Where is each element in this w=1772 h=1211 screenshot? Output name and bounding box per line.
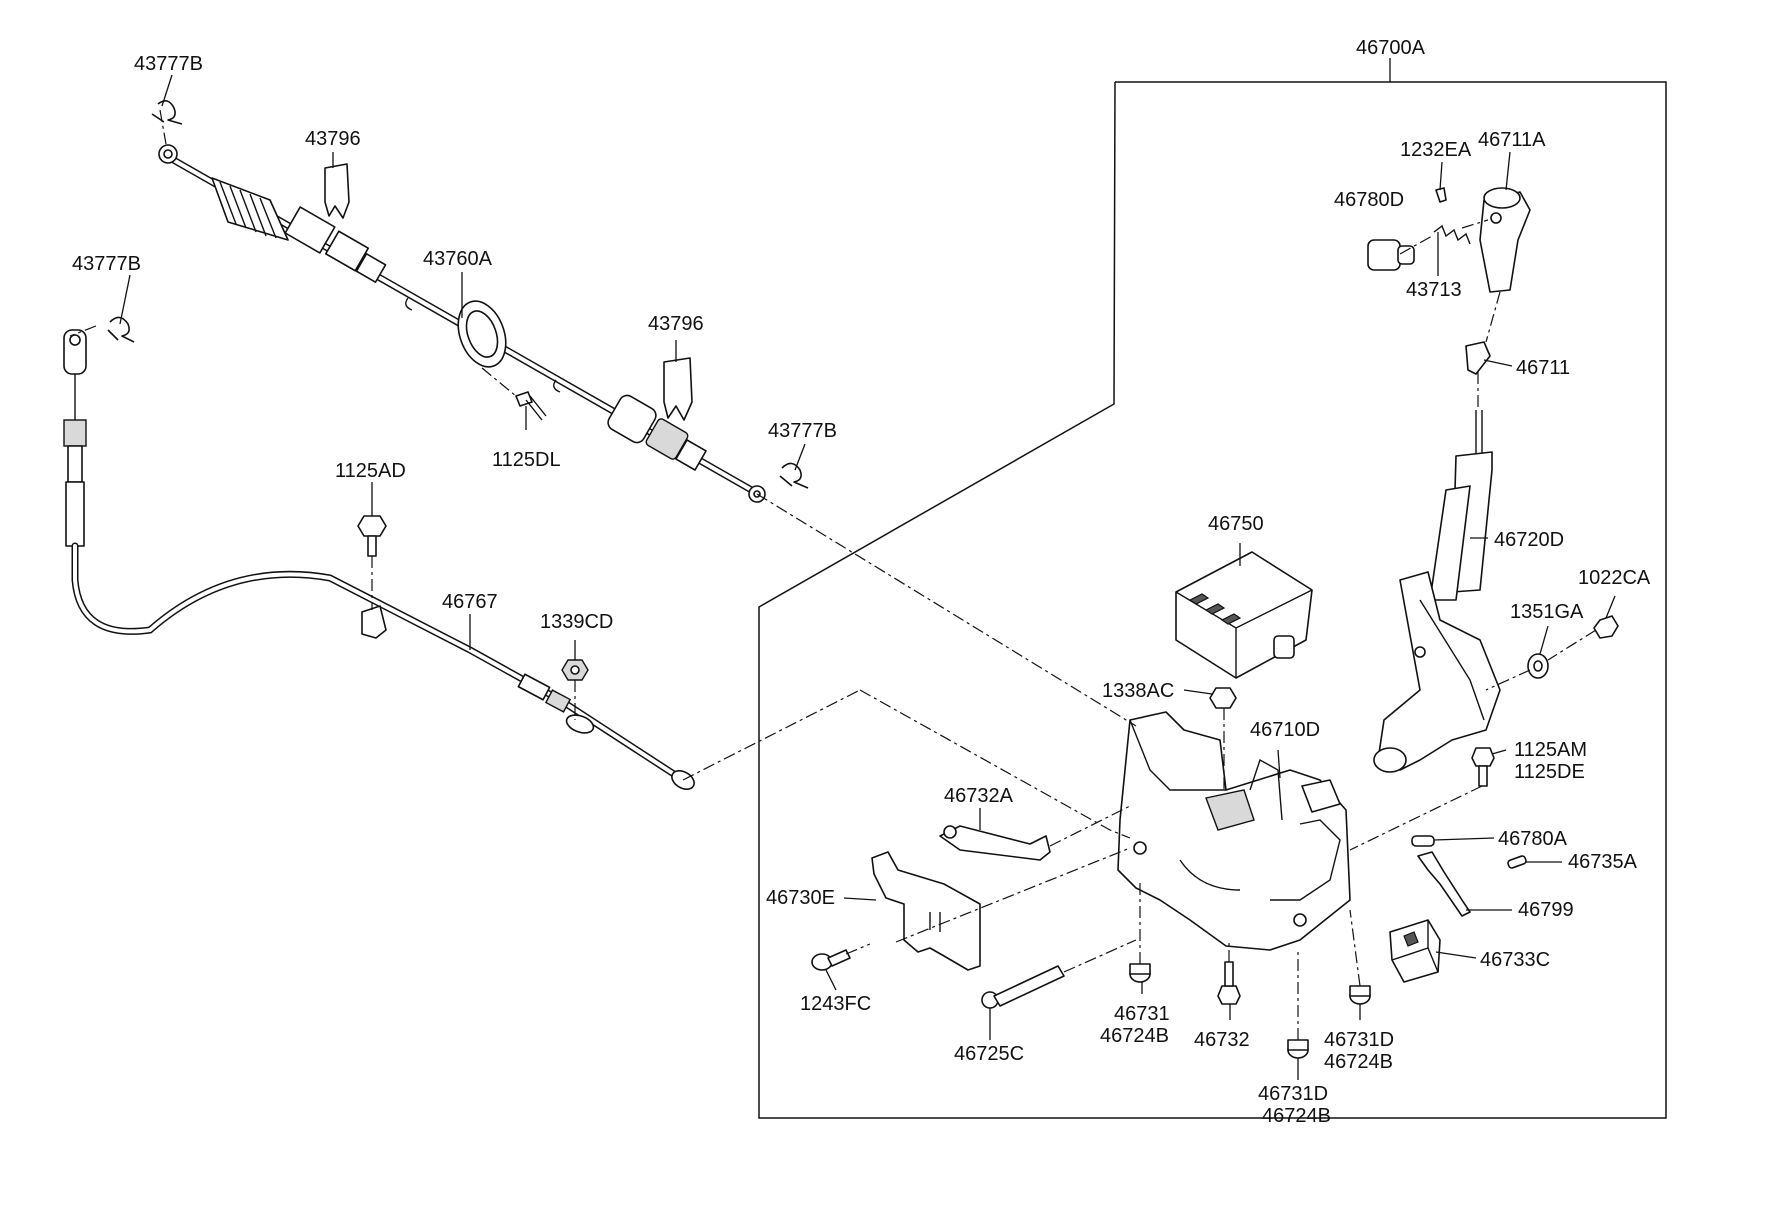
nut-46731 bbox=[1129, 963, 1151, 983]
label-46710d: 46710D bbox=[1250, 719, 1320, 741]
label-46735a: 46735A bbox=[1568, 851, 1638, 873]
indicator-46750 bbox=[1175, 551, 1313, 679]
label-1351ga: 1351GA bbox=[1510, 601, 1584, 623]
nut-46731d-bottom bbox=[1287, 1039, 1309, 1059]
screw-1243fc bbox=[811, 949, 851, 971]
shift-cable-43760a bbox=[158, 144, 766, 503]
assembly-frame bbox=[758, 58, 1667, 1119]
label-1232ea: 1232EA bbox=[1400, 139, 1472, 161]
label-46799: 46799 bbox=[1518, 899, 1574, 921]
label-46711a: 46711A bbox=[1478, 129, 1546, 151]
lever-46799 bbox=[1417, 851, 1471, 917]
label-46731d-b: 46731D bbox=[1258, 1083, 1328, 1105]
label-1339cd: 1339CD bbox=[540, 611, 613, 633]
bolt-1125am bbox=[1471, 747, 1495, 787]
insert-46711 bbox=[1465, 341, 1491, 375]
label-43713: 43713 bbox=[1406, 279, 1462, 301]
clip-43777b-mid bbox=[779, 462, 809, 489]
dash-lines bbox=[69, 109, 1597, 1040]
label-46720d: 46720D bbox=[1494, 529, 1564, 551]
label-46733c: 46733C bbox=[1480, 949, 1550, 971]
label-1022ca: 1022CA bbox=[1578, 567, 1651, 589]
button-46780d bbox=[1367, 239, 1415, 271]
label-1243fc: 1243FC bbox=[800, 993, 871, 1015]
label-46732a: 46732A bbox=[944, 785, 1014, 807]
clip-43777b-left bbox=[107, 316, 135, 343]
label-43777b-mid: 43777B bbox=[768, 420, 837, 442]
spring-43713 bbox=[1433, 224, 1471, 245]
bolt-1125ad bbox=[357, 515, 387, 557]
label-46732: 46732 bbox=[1194, 1029, 1250, 1051]
label-43796-top: 43796 bbox=[305, 128, 361, 150]
washer-1351ga bbox=[1527, 653, 1549, 679]
plate-46730e bbox=[871, 851, 981, 971]
plate-46732a bbox=[939, 825, 1051, 861]
screw-46735a bbox=[1507, 855, 1527, 869]
label-43777b-top: 43777B bbox=[134, 53, 203, 75]
label-46724b-c: 46724B bbox=[1262, 1105, 1331, 1127]
detent-46733c bbox=[1389, 919, 1441, 983]
nut-1022ca bbox=[1593, 615, 1619, 639]
label-1125de: 1125DE bbox=[1514, 761, 1585, 783]
label-1125dl: 1125DL bbox=[492, 449, 561, 471]
label-46724b-b: 46724B bbox=[1324, 1051, 1393, 1073]
label-46731: 46731 bbox=[1114, 1003, 1170, 1025]
label-46724b-a: 46724B bbox=[1100, 1025, 1169, 1047]
label-43777b-left: 43777B bbox=[72, 253, 141, 275]
clip-43777b-top bbox=[151, 100, 183, 125]
lever-46720d bbox=[1373, 410, 1501, 773]
bolt-46732 bbox=[1217, 961, 1241, 1005]
label-46725c: 46725C bbox=[954, 1043, 1024, 1065]
base-bracket-46710d bbox=[1117, 711, 1351, 951]
label-46750: 46750 bbox=[1208, 513, 1264, 535]
leader-lines bbox=[119, 74, 1616, 1080]
label-46700a: 46700A bbox=[1356, 37, 1426, 59]
label-46780d: 46780D bbox=[1334, 189, 1404, 211]
label-46711: 46711 bbox=[1516, 357, 1570, 379]
part-labels: 43777B 43796 43777B 43760A 43796 43777B … bbox=[72, 37, 1651, 1127]
select-cable-46767 bbox=[63, 329, 695, 790]
label-43760a: 43760A bbox=[423, 248, 493, 270]
label-43796-mid: 43796 bbox=[648, 313, 704, 335]
label-46731d-a: 46731D bbox=[1324, 1029, 1394, 1051]
label-46767: 46767 bbox=[442, 591, 498, 613]
bracket-43796-top bbox=[324, 163, 350, 219]
label-1338ac: 1338AC bbox=[1102, 680, 1174, 702]
label-46780a: 46780A bbox=[1498, 828, 1568, 850]
nut-46731d-right bbox=[1349, 985, 1371, 1005]
shift-knob-46711a bbox=[1479, 187, 1531, 293]
bracket-43796-mid bbox=[663, 357, 693, 421]
screw-1232ea bbox=[1435, 187, 1447, 203]
bolt-1125dl bbox=[515, 391, 547, 421]
nut-1339cd bbox=[561, 659, 589, 681]
pin-46725c bbox=[981, 965, 1065, 1009]
label-46730e: 46730E bbox=[766, 887, 835, 909]
label-1125am: 1125AM bbox=[1514, 739, 1587, 761]
label-1125ad: 1125AD bbox=[335, 460, 406, 482]
pin-46780a bbox=[1411, 835, 1435, 847]
nut-1338ac bbox=[1209, 687, 1237, 709]
